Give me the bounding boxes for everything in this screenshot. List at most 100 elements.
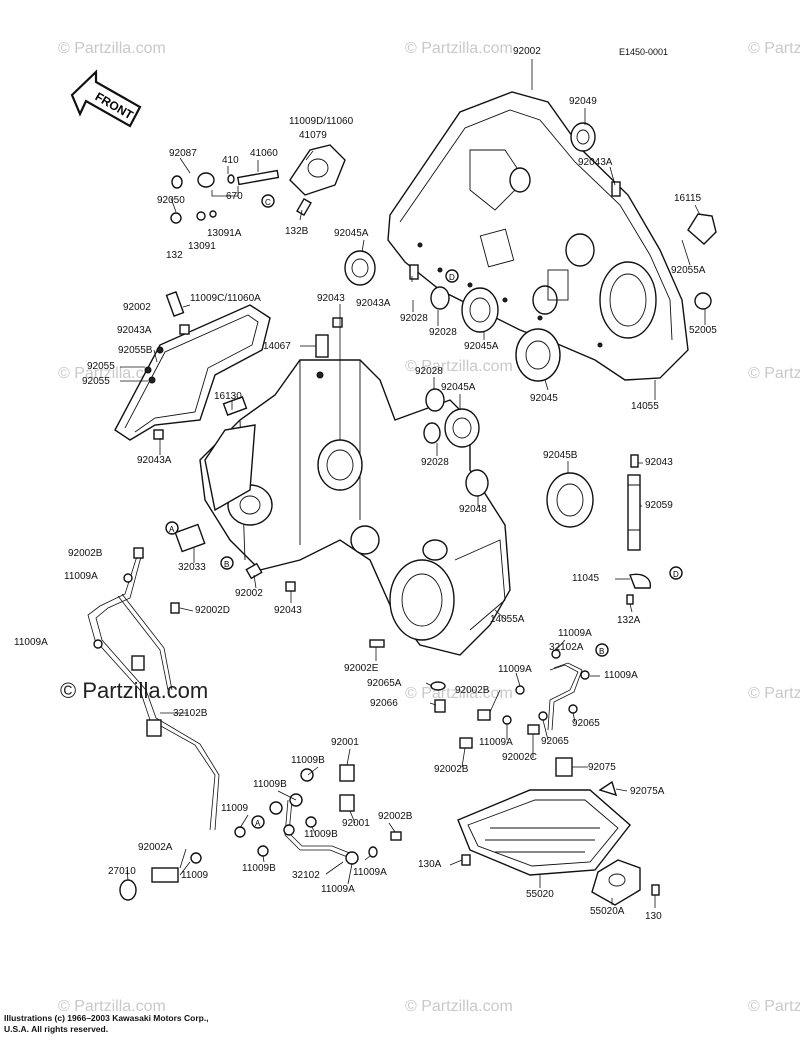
part-label: 92087 <box>169 148 197 159</box>
watermark-main: © Partzilla.com <box>60 678 209 703</box>
part-label: 11009 <box>221 803 249 814</box>
diagram-code: E1450-0001 <box>619 47 669 57</box>
front-arrow-icon: FRONT <box>70 69 142 128</box>
part-label: 92050 <box>157 195 185 206</box>
crankcase-right <box>387 91 689 381</box>
callout-d: D <box>673 570 679 579</box>
part-label: 92001 <box>331 737 359 748</box>
part-label: 52005 <box>689 325 717 336</box>
part-label: 92055 <box>87 361 115 372</box>
part-label: 92002D <box>195 605 231 616</box>
part-label: 92043A <box>356 298 391 309</box>
part-label: 11009B <box>291 755 325 766</box>
part-label: 92065A <box>367 678 402 689</box>
copyright-credit: Illustrations (c) 1966–2003 Kawasaki Mot… <box>4 1013 209 1034</box>
part-label: 92066 <box>370 698 398 709</box>
part-label: 410 <box>222 155 239 166</box>
part-label: 92043A <box>137 455 172 466</box>
part-label: 92045A <box>441 382 476 393</box>
part-label: 27010 <box>108 866 136 877</box>
oil-pan <box>457 789 641 906</box>
part-label: 11009A <box>321 884 355 895</box>
watermark: © Partzilla.com <box>405 358 513 375</box>
part-label: 92045B <box>543 450 578 461</box>
part-label: 92043 <box>645 457 673 468</box>
part-label: 92002B <box>455 685 490 696</box>
watermark: © Partzilla.com <box>748 40 800 57</box>
part-label: 11009A <box>479 737 513 748</box>
watermark: © Partzilla.com <box>748 998 800 1015</box>
part-label: 55020A <box>590 906 625 917</box>
part-label: 92043 <box>317 293 345 304</box>
part-label: 130 <box>645 911 662 922</box>
part-label: 11009A <box>64 571 98 582</box>
part-label: 92075A <box>630 786 665 797</box>
part-label: 92028 <box>400 313 428 324</box>
callout-c: C <box>265 198 271 207</box>
part-label: 92028 <box>429 327 457 338</box>
leader-lines <box>120 59 706 908</box>
part-label: 132B <box>285 226 309 237</box>
part-label: 11009A <box>498 664 532 675</box>
bearings <box>344 122 717 528</box>
part-label: 11009 <box>181 870 209 881</box>
part-label: 92055A <box>671 265 706 276</box>
callout-b: B <box>599 647 604 656</box>
callout-a: A <box>169 525 175 534</box>
watermark: © Partzilla.com <box>58 998 166 1015</box>
watermark: © Partzilla.com <box>405 40 513 57</box>
part-label: 130A <box>418 859 442 870</box>
callout-a: A <box>255 819 261 828</box>
callout-circles: C D A B D B A <box>165 194 683 829</box>
part-label: 92055B <box>118 345 153 356</box>
watermark: © Partzilla.com <box>748 365 800 382</box>
part-label: 14055 <box>631 401 659 412</box>
part-label: 92059 <box>645 500 673 511</box>
part-label: 92002 <box>235 588 263 599</box>
part-label: 13091 <box>188 241 216 252</box>
part-label: 92002C <box>502 752 538 763</box>
part-label: 32033 <box>178 562 206 573</box>
part-label: 92028 <box>421 457 449 468</box>
part-label: 14055A <box>490 614 525 625</box>
part-label: 670 <box>226 191 243 202</box>
part-label: 92065 <box>541 736 569 747</box>
part-label: 92049 <box>569 96 597 107</box>
part-label: 92045 <box>530 393 558 404</box>
part-label: 16130 <box>214 391 242 402</box>
watermark: © Partzilla.com <box>405 685 513 702</box>
part-label: 11009D/11060 <box>289 116 354 127</box>
part-label: 92043A <box>578 157 613 168</box>
part-label: 11045 <box>572 573 600 584</box>
part-label: 92002A <box>138 842 173 853</box>
gasket <box>114 304 271 441</box>
part-label: 11009C/11060A <box>190 293 261 304</box>
part-label: 92002E <box>344 663 379 674</box>
part-label: 32102A <box>549 642 584 653</box>
part-label: 92043 <box>274 605 302 616</box>
part-label: 92045A <box>334 228 369 239</box>
part-label: 92055 <box>82 376 110 387</box>
part-label: 13091A <box>207 228 242 239</box>
part-label: 92002 <box>513 46 541 57</box>
watermark: © Partzilla.com <box>405 998 513 1015</box>
part-label: 92002B <box>434 764 469 775</box>
part-label: 32102 <box>292 870 320 881</box>
callout-d: D <box>449 273 455 282</box>
top-left-parts <box>153 144 346 592</box>
part-label: 92075 <box>588 762 616 773</box>
part-label: 92001 <box>342 818 370 829</box>
part-label: 11009A <box>604 670 638 681</box>
part-label: 132 <box>166 250 183 261</box>
part-label: 41060 <box>250 148 278 159</box>
part-label: 11009A <box>14 637 48 648</box>
part-label: 14067 <box>263 341 291 352</box>
fittings <box>93 547 660 901</box>
part-label: 11009A <box>558 628 592 639</box>
part-label: 92048 <box>459 504 487 515</box>
part-label: 11009B <box>253 779 287 790</box>
watermark: © Partzilla.com <box>58 365 166 382</box>
part-label: 92043A <box>117 325 152 336</box>
part-label: 55020 <box>526 889 554 900</box>
